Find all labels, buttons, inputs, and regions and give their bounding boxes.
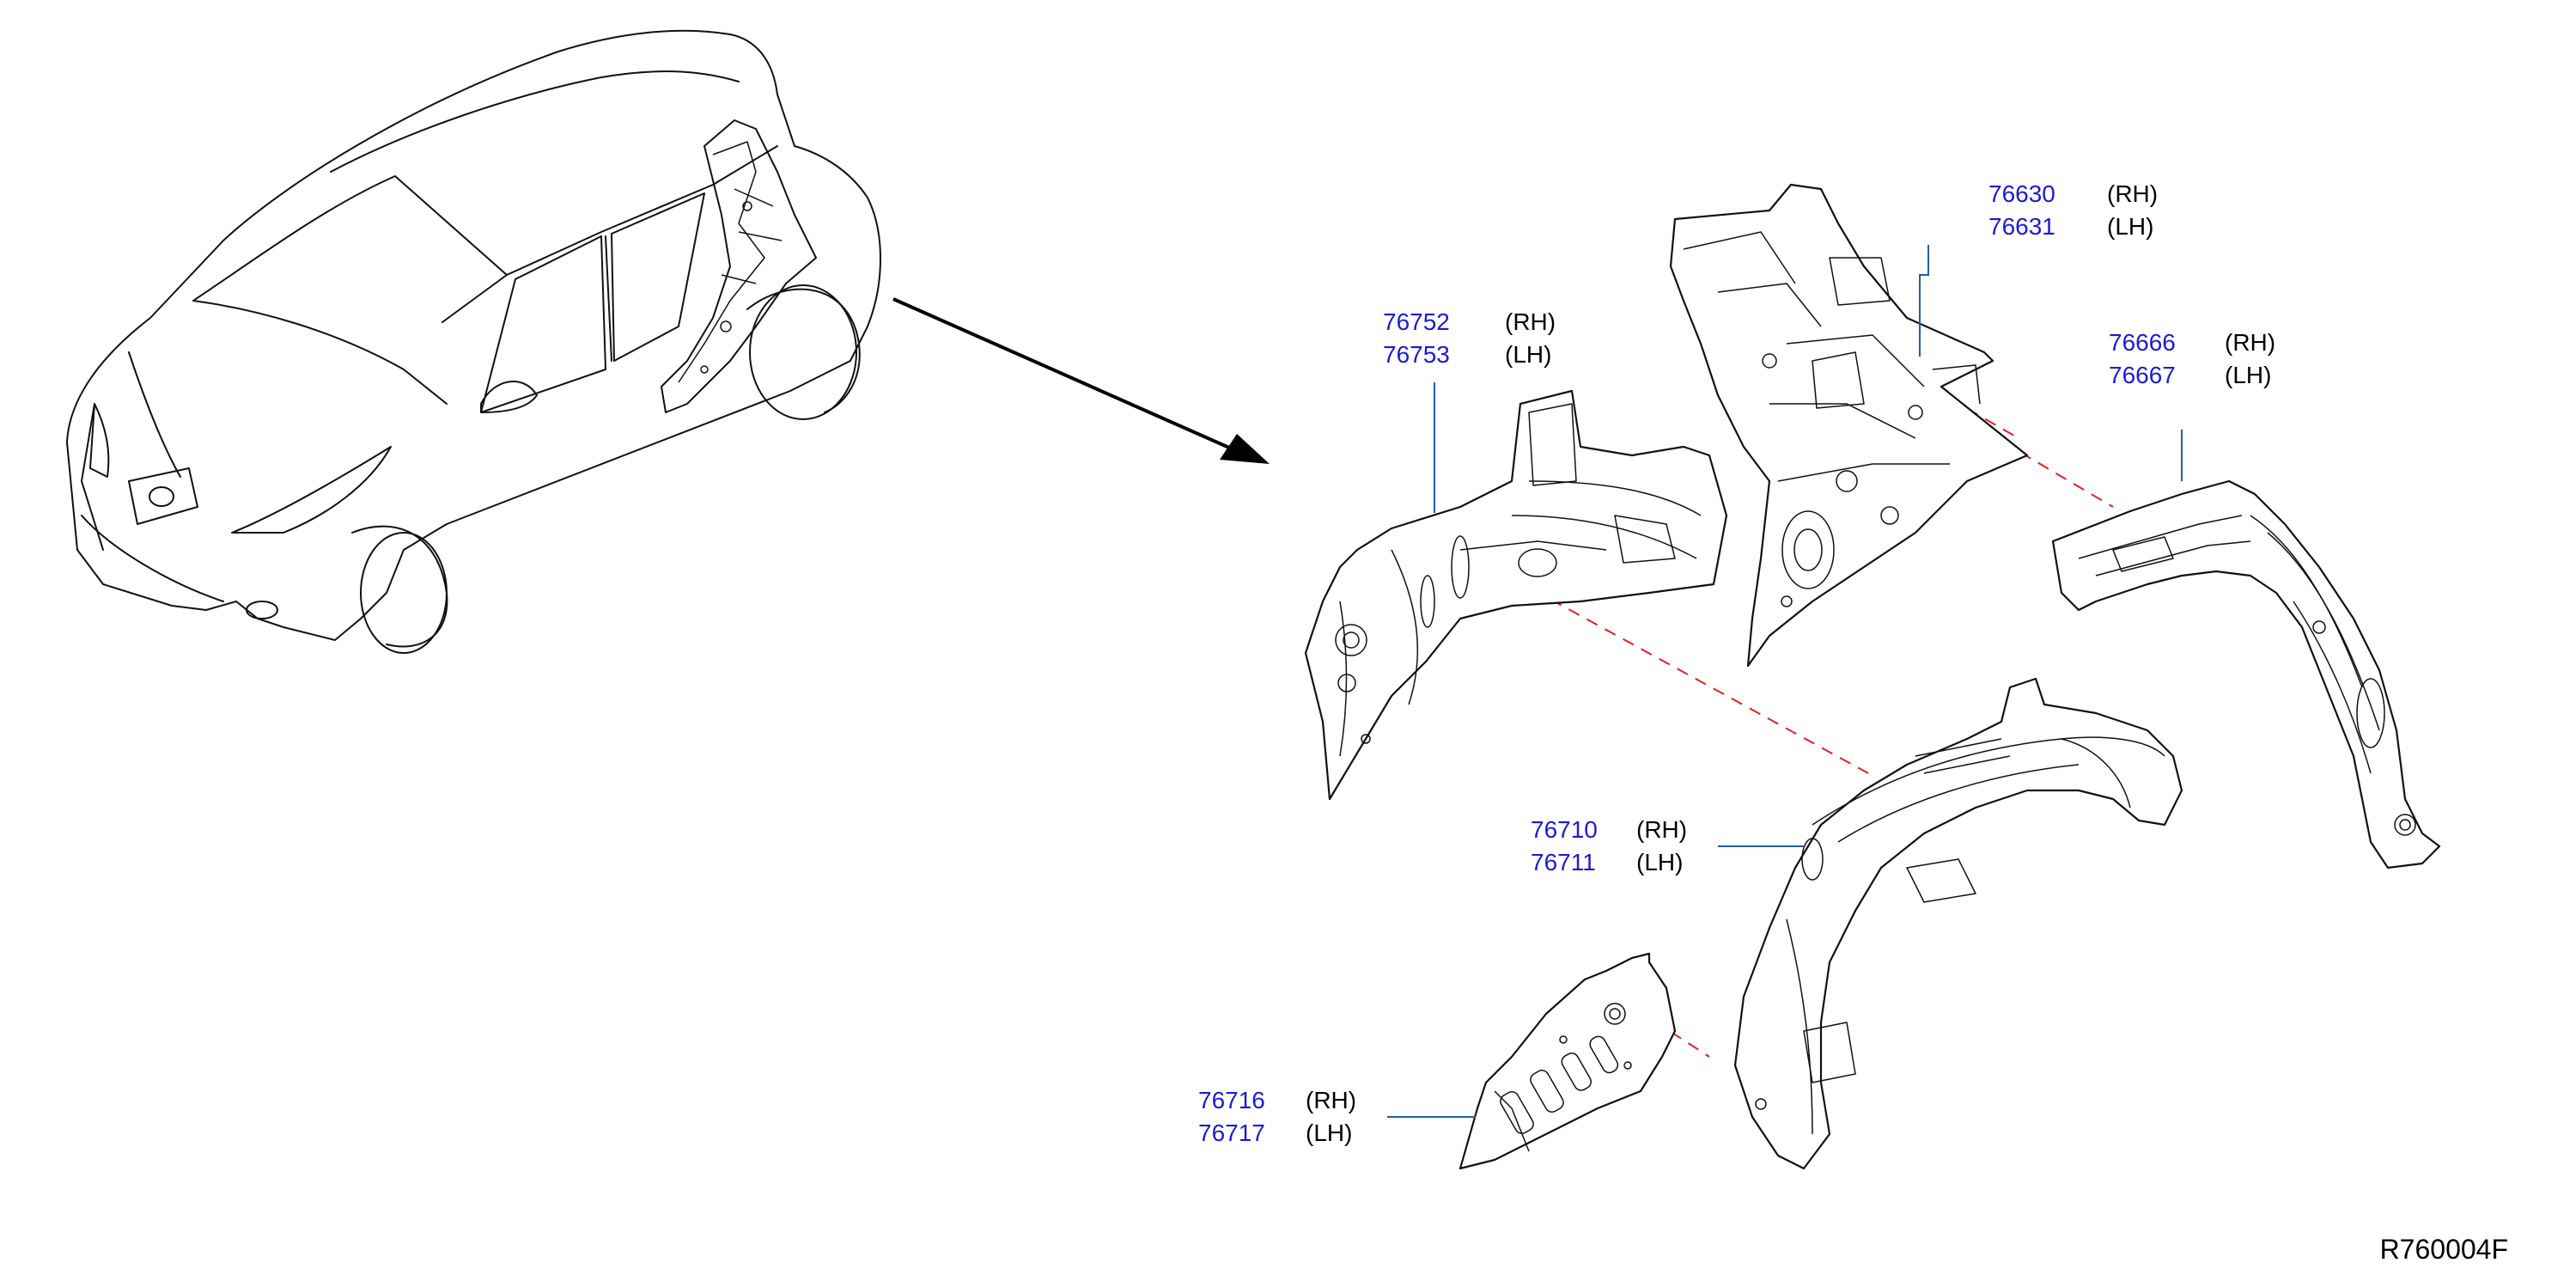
- part-extension-panel: [1459, 952, 1677, 1170]
- part-wheel-house: [1733, 677, 2183, 1170]
- part-number-rh: 76666: [2109, 329, 2176, 356]
- callout-arch-extension: 76666 (RH) 76667 (LH): [2109, 329, 2275, 388]
- side-rh: (RH): [1505, 308, 1556, 335]
- side-rh: (RH): [1636, 816, 1687, 843]
- leader-lines: [1387, 245, 2183, 1118]
- part-number-rh: 76716: [1198, 1087, 1265, 1113]
- side-rh: (RH): [2225, 329, 2275, 356]
- callout-extension-panel: 76716 (RH) 76717 (LH): [1198, 1087, 1356, 1146]
- part-arch-extension: [2051, 479, 2441, 869]
- part-inner-front-panel: [1304, 389, 1728, 801]
- diagram-reference-code: R760004F: [2380, 1234, 2508, 1265]
- side-rh: (RH): [1306, 1087, 1356, 1113]
- part-number-lh: 76753: [1383, 341, 1450, 368]
- side-lh: (LH): [1636, 849, 1683, 875]
- pointer-arrow: [892, 297, 1270, 464]
- side-lh: (LH): [2225, 362, 2271, 388]
- callout-pillar-upper: 76630 (RH) 76631 (LH): [1988, 180, 2158, 240]
- side-lh: (LH): [1505, 341, 1551, 368]
- part-number-rh: 76630: [1988, 180, 2055, 207]
- vehicle-illustration: [66, 29, 881, 654]
- callout-wheel-house: 76710 (RH) 76711 (LH): [1531, 816, 1687, 875]
- part-number-lh: 76667: [2109, 362, 2176, 388]
- callout-inner-front: 76752 (RH) 76753 (LH): [1383, 308, 1556, 368]
- part-number-rh: 76710: [1531, 816, 1598, 843]
- side-rh: (RH): [2107, 180, 2158, 207]
- side-lh: (LH): [1306, 1119, 1352, 1146]
- part-number-rh: 76752: [1383, 308, 1450, 335]
- part-pillar-upper: [1669, 183, 2029, 668]
- part-number-lh: 76631: [1988, 213, 2055, 240]
- side-lh: (LH): [2107, 213, 2153, 240]
- part-number-lh: 76717: [1198, 1119, 1265, 1146]
- part-number-lh: 76711: [1531, 849, 1596, 875]
